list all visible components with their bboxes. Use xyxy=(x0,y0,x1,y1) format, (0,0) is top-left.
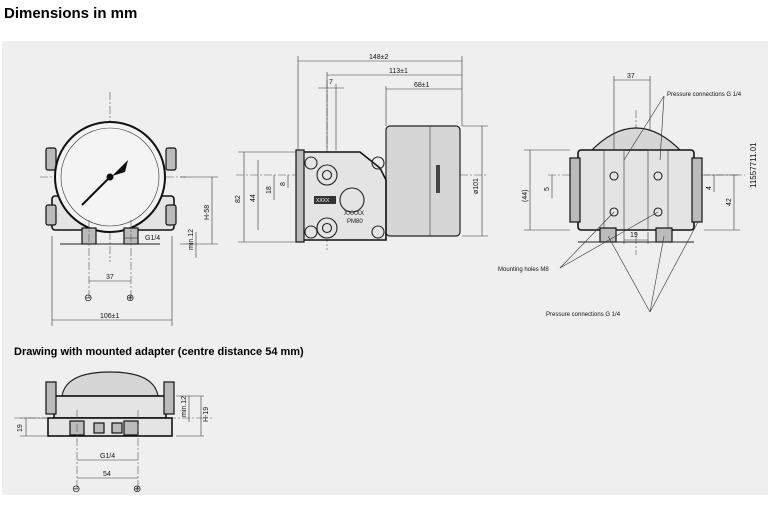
adapter-plate xyxy=(47,417,173,437)
front-center-label: 37 xyxy=(106,274,114,281)
side-diameter-label: ø101 xyxy=(473,178,480,194)
adapter-center-plug-left xyxy=(93,422,105,434)
side-bolt-bottom-left xyxy=(304,225,318,239)
adapter-min-label: min.12 xyxy=(181,396,188,417)
side-tiny-label: 8 xyxy=(280,182,287,186)
side-view: XXXX XXXXX PM80 148±2 113±1 68±1 7 82 44… xyxy=(235,54,488,250)
front-gauge-pointer-tail xyxy=(112,160,128,176)
back-view: 37 (44) 5 42 4 19 Pressure connections G… xyxy=(498,73,758,318)
back-hole-left-upper xyxy=(609,171,619,181)
side-label-plate-text: XXXX xyxy=(316,198,330,204)
back-leader-mount-2 xyxy=(559,211,659,269)
back-block xyxy=(577,149,695,231)
side-inner-label: 44 xyxy=(250,194,257,202)
front-gauge-pointer xyxy=(81,176,111,206)
side-flange xyxy=(295,149,305,243)
adapter-left-label: 19 xyxy=(17,424,24,432)
front-plus-symbol: ⊕ xyxy=(126,293,134,304)
back-lug-left xyxy=(569,157,581,223)
front-minus-symbol: ⊖ xyxy=(84,293,92,304)
back-leader-bottom-3 xyxy=(649,221,699,313)
adapter-heading: Drawing with mounted adapter (centre dis… xyxy=(14,346,304,358)
adapter-minus-symbol: ⊖ xyxy=(72,484,80,495)
front-width-label: 106±1 xyxy=(100,313,120,320)
front-port-label: G1/4 xyxy=(145,235,160,242)
side-port-lower-outer xyxy=(316,217,338,239)
side-valve xyxy=(339,187,365,213)
front-lug-left-upper xyxy=(45,147,57,171)
back-port-left xyxy=(599,227,617,243)
back-hole-right-lower xyxy=(653,207,663,217)
side-bolt-top-left xyxy=(304,156,318,170)
side-port-upper-inner xyxy=(321,169,333,181)
adapter-block xyxy=(53,395,167,419)
front-min-label: min.12 xyxy=(188,229,195,250)
side-port-upper-outer xyxy=(316,164,338,186)
adapter-view: 19 min.12 H-19 G1/4 54 ⊖ ⊕ xyxy=(14,371,212,495)
back-dome xyxy=(588,127,684,153)
adapter-dome xyxy=(61,371,159,397)
side-height-label: 82 xyxy=(235,195,242,203)
back-leader-top-2 xyxy=(659,95,665,161)
back-left-small-label: 5 xyxy=(544,187,551,191)
front-height-label: H-58 xyxy=(204,205,211,220)
back-hole-right-upper xyxy=(653,171,663,181)
side-port-lower-inner xyxy=(321,222,333,234)
adapter-center-label: 54 xyxy=(103,471,111,478)
adapter-height-label: H-19 xyxy=(203,407,210,422)
back-leader-top-1 xyxy=(623,95,665,161)
adapter-plus-symbol: ⊕ xyxy=(133,484,141,495)
back-bottom-label: 19 xyxy=(630,232,638,239)
side-offset-label: 7 xyxy=(329,79,333,86)
front-lug-left-lower xyxy=(45,204,57,226)
adapter-lug-left xyxy=(45,381,57,415)
adapter-port-label: G1/4 xyxy=(100,453,115,460)
side-bolt-top-right xyxy=(371,156,385,170)
back-height-label: (44) xyxy=(522,190,529,202)
side-marking-b: PM80 xyxy=(347,219,363,225)
side-label-plate xyxy=(314,196,336,204)
back-top-label: 37 xyxy=(627,73,635,80)
back-right-small-label: 4 xyxy=(706,186,713,190)
adapter-center-plug-right xyxy=(111,422,123,434)
front-lug-right-upper xyxy=(165,147,177,171)
back-leader-mount-1 xyxy=(559,211,615,269)
adapter-lug-right xyxy=(163,381,175,415)
side-small-label: 18 xyxy=(266,186,273,194)
side-mid-label: 113±1 xyxy=(389,68,408,75)
page-title: Dimensions in mm xyxy=(4,5,138,22)
front-lug-right-lower xyxy=(165,204,177,226)
doc-number: 11557711.01 xyxy=(749,142,758,188)
front-view: G1/4 37 ⊖ ⊕ 106±1 H-58 min.12 xyxy=(40,92,218,326)
front-gauge-hub xyxy=(106,173,114,181)
back-callout-mounting: Mounting holes M8 xyxy=(498,267,549,273)
back-right-label: 42 xyxy=(726,198,733,206)
front-gauge-dial xyxy=(60,127,160,227)
side-bolt-bottom-right xyxy=(371,225,385,239)
side-cylinder-window xyxy=(436,165,440,193)
back-hole-left-lower xyxy=(609,207,619,217)
back-port-right xyxy=(655,227,673,243)
back-leader-bottom-1 xyxy=(607,235,651,313)
adapter-port-right xyxy=(123,420,139,436)
back-leader-bottom-2 xyxy=(649,235,665,313)
back-lug-right xyxy=(691,157,703,223)
side-marking-a: XXXXX xyxy=(344,211,364,217)
side-overall-label: 148±2 xyxy=(369,54,389,61)
side-cyl-label: 68±1 xyxy=(414,82,430,89)
back-callout-bottom: Pressure connections G 1/4 xyxy=(546,312,621,318)
back-callout-top: Pressure connections G 1/4 xyxy=(667,92,742,98)
side-cylinder xyxy=(385,125,461,237)
